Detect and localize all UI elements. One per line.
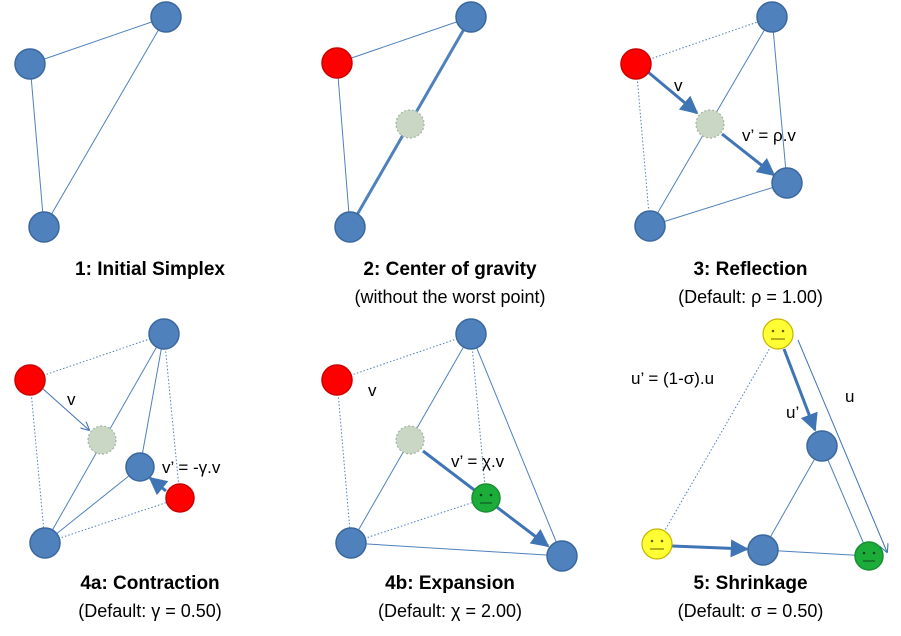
caption-contraction: 4a: Contraction — [80, 573, 220, 594]
vertex-point — [334, 211, 366, 243]
edge — [29, 16, 167, 65]
edge — [44, 466, 141, 544]
edge-old — [29, 333, 165, 381]
edge-old — [350, 497, 487, 544]
edge-old — [336, 379, 352, 544]
edge — [43, 16, 167, 228]
label-v: v — [368, 381, 377, 400]
label-u-prime-formula: u’ = (1-σ).u — [631, 369, 714, 388]
arrow-u-prime-top — [782, 348, 818, 432]
edge — [336, 16, 472, 64]
reflected-point — [771, 167, 803, 199]
smiley-green-icon — [471, 483, 501, 513]
vertex-point — [28, 211, 60, 243]
vertex-point — [634, 210, 666, 242]
vertex-point — [455, 1, 487, 33]
smiley-green-icon — [854, 541, 884, 571]
vertex-point — [335, 527, 367, 559]
panel-shrinkage: u’ = (1-σ).u u’ u — [631, 318, 887, 571]
centroid-point — [695, 109, 725, 139]
edge — [139, 333, 165, 468]
edge — [470, 333, 563, 557]
centroid-point — [87, 425, 117, 455]
centroid-point — [395, 109, 425, 139]
edge — [649, 182, 788, 227]
label-v-prime: v’ = -γ.v — [162, 458, 221, 477]
arrow-v-prime — [148, 476, 169, 496]
arrow-v-prime — [721, 132, 776, 177]
arrow-u-prime-left — [671, 539, 749, 558]
edge-old — [163, 333, 181, 499]
edge — [762, 445, 823, 551]
smiley-yellow-icon — [762, 318, 794, 350]
edge-old — [470, 333, 487, 499]
smiley-yellow-icon — [641, 528, 673, 560]
caption-expansion: 4b: Expansion — [385, 573, 515, 594]
edge-old — [29, 379, 46, 544]
panel-contraction: v v’ = -γ.v — [14, 318, 221, 559]
expanded-point — [546, 540, 578, 572]
worst-point — [14, 364, 46, 396]
label-v: v — [67, 390, 76, 409]
edge — [29, 63, 45, 228]
edge — [762, 549, 870, 557]
edge — [821, 445, 870, 557]
panel-center-of-gravity — [321, 1, 487, 243]
worst-point — [321, 47, 353, 79]
vertex-point — [756, 1, 788, 33]
panel-initial-simplex — [14, 1, 182, 243]
edge-old — [44, 497, 181, 544]
label-v-prime: v’ = χ.v — [451, 452, 505, 471]
label-u-prime: u’ — [786, 403, 799, 422]
caption-center-of-gravity: 2: Center of gravity — [363, 259, 537, 280]
vertex-point — [150, 1, 182, 33]
caption-reflection: 3: Reflection — [693, 259, 808, 280]
vertex-point — [29, 527, 61, 559]
arrow-u — [797, 339, 887, 552]
worst-point — [321, 364, 353, 396]
shrunk-point — [747, 534, 779, 566]
edge — [771, 16, 788, 184]
panel-reflection: v v’ = ρ.v — [620, 1, 803, 242]
vertex-point — [455, 318, 487, 350]
caption-center-of-gravity-note: (without the worst point) — [354, 287, 546, 307]
panel-expansion: v v’ = χ.v — [321, 318, 578, 572]
shrunk-point — [806, 430, 838, 462]
caption-expansion-default: (Default: χ = 2.00) — [377, 601, 523, 621]
edge-old — [635, 63, 651, 227]
edge-old — [336, 333, 472, 381]
edge-old — [656, 333, 779, 545]
arrow-v — [41, 387, 89, 430]
rejected-reflected-point — [165, 483, 195, 513]
vertex-point — [14, 48, 46, 80]
vertex-point — [148, 318, 180, 350]
edge-old — [635, 16, 773, 65]
caption-contraction-default: (Default: γ = 0.50) — [78, 601, 222, 621]
caption-shrinkage: 5: Shrinkage — [693, 573, 808, 594]
edge — [336, 62, 351, 228]
caption-reflection-default: (Default: ρ = 1.00) — [678, 287, 823, 307]
centroid-point — [395, 425, 425, 455]
label-v: v — [674, 76, 683, 95]
worst-point — [620, 48, 652, 80]
edge — [350, 542, 563, 557]
caption-initial-simplex: 1: Initial Simplex — [75, 259, 225, 280]
arrow-v — [647, 70, 699, 115]
label-u: u — [845, 387, 854, 406]
caption-shrinkage-default: (Default: σ = 0.50) — [677, 601, 824, 621]
contracted-point — [125, 452, 155, 482]
label-v-prime: v’ = ρ.v — [742, 126, 796, 145]
